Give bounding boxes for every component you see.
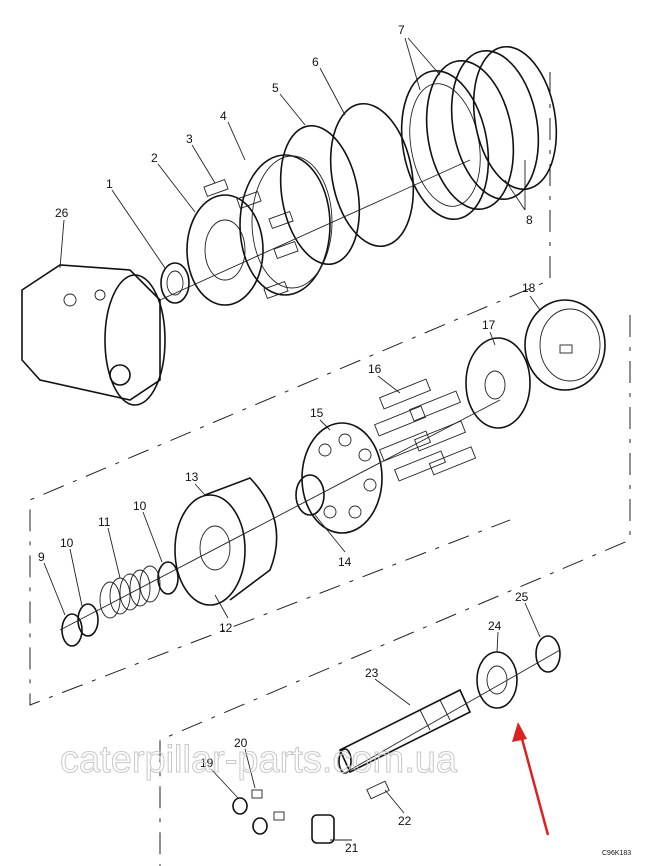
axis-line-lower <box>349 649 561 771</box>
part-17-plate <box>465 337 531 429</box>
part-20-pin <box>251 789 263 799</box>
label-1: 1 <box>106 177 113 191</box>
part-3-springs <box>203 178 299 300</box>
part-19-plug <box>232 797 248 815</box>
group-boundary-lower <box>159 315 631 866</box>
label-17: 17 <box>482 318 496 332</box>
label-26: 26 <box>55 206 69 220</box>
label-21: 21 <box>345 841 359 855</box>
part-13-cylinder-barrel <box>174 477 278 606</box>
part-10-washer-2 <box>77 603 99 637</box>
label-23: 23 <box>365 666 379 680</box>
label-10: 10 <box>133 499 147 513</box>
part-23-shaft <box>338 688 472 774</box>
leader-lines <box>43 37 541 841</box>
label-10-second: 10 <box>60 536 74 550</box>
label-16: 16 <box>368 362 382 376</box>
label-22: 22 <box>398 814 412 828</box>
label-12: 12 <box>219 621 233 635</box>
label-13: 13 <box>185 470 199 484</box>
part-1-bearing <box>160 262 190 304</box>
label-19: 19 <box>200 756 214 770</box>
part-6-ring <box>329 102 415 248</box>
label-24: 24 <box>488 619 502 633</box>
part-21-sleeve <box>311 814 335 844</box>
part-26-housing <box>21 264 166 406</box>
part-9-snap-ring <box>61 613 83 647</box>
label-5: 5 <box>272 81 279 95</box>
part-25-seal <box>535 635 561 673</box>
label-18: 18 <box>522 281 536 295</box>
label-11: 11 <box>98 515 111 529</box>
label-20: 20 <box>234 736 248 750</box>
highlight-arrow <box>512 722 550 836</box>
part-15-retainer-plate <box>301 422 383 534</box>
watermark: caterpillar-parts.com.ua <box>60 739 458 781</box>
label-4: 4 <box>220 109 227 123</box>
part-14-guide <box>295 474 325 516</box>
part-20-pin-2 <box>273 811 285 821</box>
part-5-ring <box>279 124 361 266</box>
label-14: 14 <box>338 555 352 569</box>
drawing-code: C96K183 <box>602 850 631 857</box>
label-3: 3 <box>186 132 193 146</box>
axis-line-middle <box>59 399 501 631</box>
group-boundary-upper <box>29 72 551 706</box>
label-2: 2 <box>151 151 158 165</box>
label-7: 7 <box>398 23 405 37</box>
label-8: 8 <box>526 213 533 227</box>
label-25: 25 <box>515 590 529 604</box>
part-18-plate <box>524 299 606 391</box>
label-15: 15 <box>310 406 324 420</box>
label-6: 6 <box>312 55 319 69</box>
label-9: 9 <box>38 550 45 564</box>
part-19-plug-2 <box>252 817 268 835</box>
part-labels: 7 6 5 4 3 2 1 26 8 18 17 16 15 13 10 11 … <box>38 23 631 857</box>
part-24-bearing <box>476 651 518 709</box>
axis-line-upper <box>159 159 471 301</box>
part-10-washer <box>157 561 179 595</box>
part-22-spring <box>366 780 390 800</box>
part-11-spring <box>99 565 161 619</box>
part-7-8-clutch-discs <box>400 45 558 221</box>
part-4-piston <box>186 154 333 306</box>
part-16-pistons <box>373 378 477 482</box>
